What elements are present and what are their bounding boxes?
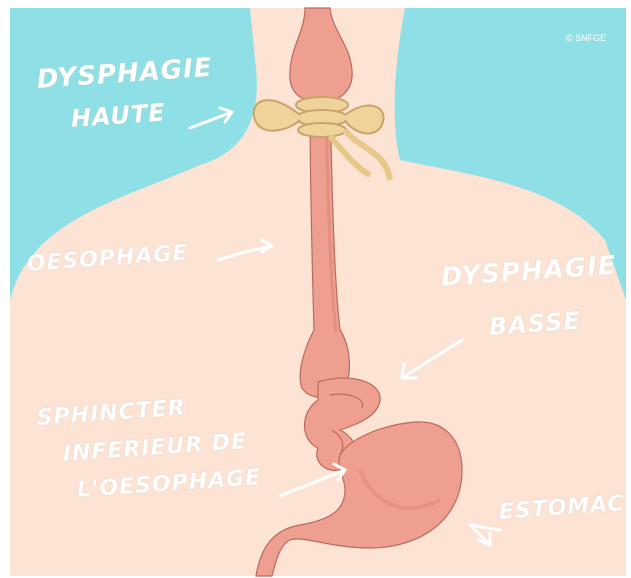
copyright-notice: © SNFGE bbox=[566, 33, 606, 43]
